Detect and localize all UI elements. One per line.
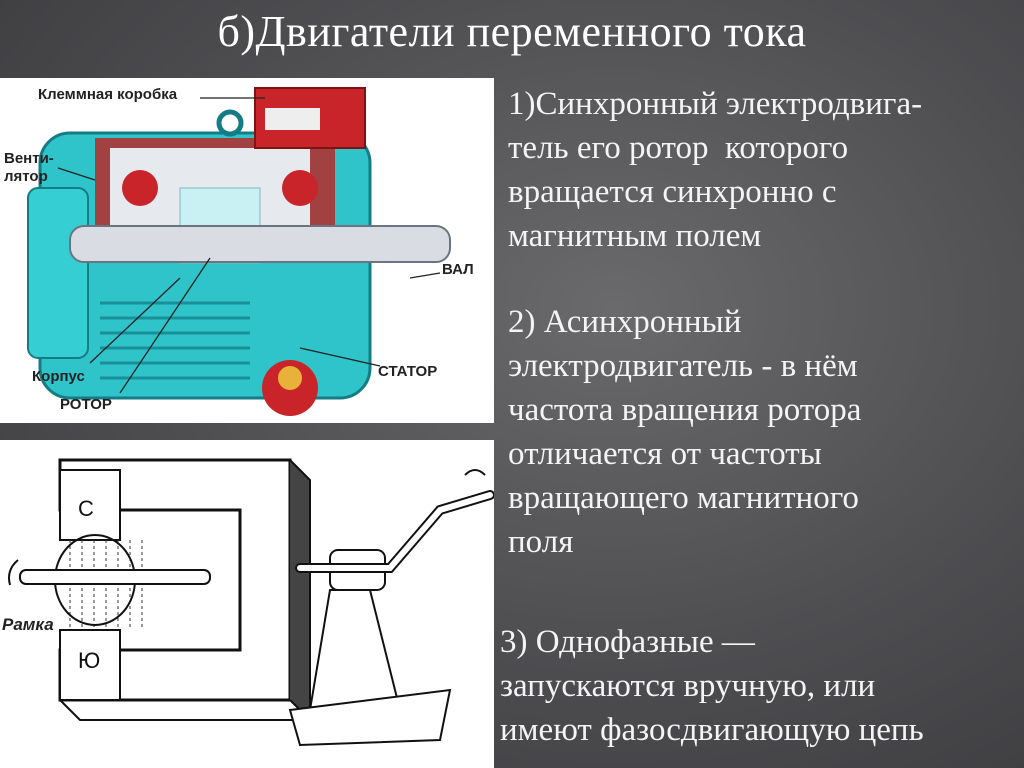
label-terminal-box: Клеммная коробка [38, 86, 178, 103]
label-stator: СТАТОР [378, 363, 438, 380]
label-rotor: РОТОР [60, 396, 112, 413]
item-asynchronous-motor: 2) Асинхронный электродвигатель - в нём … [508, 304, 862, 560]
motor-drawing [27, 87, 451, 416]
item-single-phase-motor: 3) Однофазные — запускаются вручную, или… [500, 624, 924, 748]
label-frame: Рамка [2, 615, 54, 634]
label-fan: Венти- лятор [4, 150, 54, 185]
motor-cutaway-image: Клеммная коробка Венти- лятор ВАЛ Корпус… [0, 78, 494, 423]
slide-title: б)Двигатели переменного тока [217, 7, 807, 56]
label-pole-north: С [78, 496, 94, 521]
generator-diagram-image: С Ю Рамка [0, 440, 494, 768]
label-pole-south: Ю [78, 648, 101, 673]
generator-drawing [8, 458, 494, 747]
label-housing: Корпус [32, 368, 85, 385]
item-synchronous-motor: 1)Синхронный электродвига- тель его рото… [508, 86, 923, 254]
label-shaft: ВАЛ [442, 261, 474, 278]
